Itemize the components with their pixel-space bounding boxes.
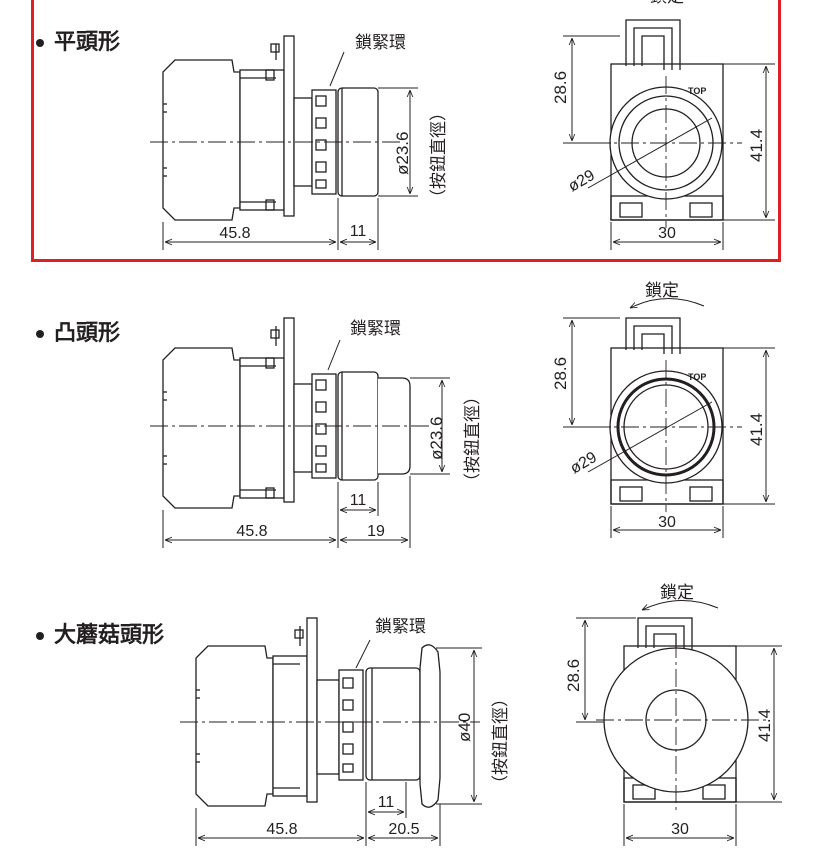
front-height-extended: 28.6 — [551, 357, 570, 390]
lock-label-mushroom: 鎖定 — [660, 583, 694, 602]
dim-front-total-mushroom: 20.5 — [388, 821, 419, 838]
highlight-frame — [31, 0, 781, 262]
front-height-mushroom: 28.6 — [564, 659, 583, 692]
front-height-flat: 28.6 — [551, 71, 570, 104]
button-diameter-flat: ø23.6 — [393, 132, 412, 175]
dimensions-mushroom — [195, 639, 482, 846]
dim-front-extended: 11 — [350, 492, 367, 509]
dim-front-mushroom: 11 — [378, 794, 395, 811]
ring-label-flat: 鎖緊環 — [355, 33, 406, 52]
side-view-extended — [150, 317, 430, 509]
button-diameter-note-mushroom: （按鈕直徑） — [491, 690, 510, 792]
lock-label-extended: 鎖定 — [645, 281, 679, 300]
button-diameter-extended: ø23.6 — [427, 417, 446, 460]
front-dimensions-extended — [563, 297, 775, 538]
bullet-icon — [36, 330, 44, 338]
button-diameter-mushroom: ø40 — [455, 713, 474, 742]
side-view-flat — [150, 35, 400, 221]
dimensions-extended — [162, 339, 450, 548]
section-title-flat: 平頭形 — [36, 24, 120, 56]
side-view-mushroom — [180, 617, 480, 808]
dim-front-total-extended: 19 — [367, 523, 385, 540]
front-width-extended: 30 — [658, 514, 676, 531]
front-width-flat: 30 — [658, 225, 676, 242]
front-total-mushroom: 41.4 — [755, 709, 774, 742]
front-bezel-extended: ø29 — [568, 449, 600, 478]
front-view-mushroom — [596, 617, 766, 810]
bullet-icon — [36, 39, 44, 47]
front-total-extended: 41.4 — [747, 413, 766, 446]
section-title-mushroom: 大蘑菇頭形 — [36, 617, 164, 649]
dimensions-flat — [162, 51, 418, 250]
front-view-extended — [587, 317, 742, 512]
lock-label-flat: 鎖定 — [650, 0, 684, 6]
front-bezel-flat: ø29 — [566, 167, 598, 196]
front-view-flat — [587, 19, 742, 228]
front-dimensions-flat — [563, 35, 775, 250]
bullet-icon — [36, 632, 44, 640]
ring-label-extended: 鎖緊環 — [350, 319, 401, 338]
button-diameter-note-extended: （按鈕直徑） — [463, 388, 482, 490]
front-total-flat: 41.4 — [747, 129, 766, 162]
dim-body-extended: 45.8 — [236, 523, 267, 540]
top-mark-flat: TOP — [688, 86, 706, 96]
dim-body-mushroom: 45.8 — [266, 821, 297, 838]
dim-front-flat: 11 — [350, 223, 367, 240]
section-title-extended: 凸頭形 — [36, 315, 120, 347]
dim-body-flat: 45.8 — [219, 225, 250, 242]
front-width-mushroom: 30 — [671, 821, 689, 838]
ring-label-mushroom: 鎖緊環 — [375, 617, 426, 636]
front-dimensions-mushroom — [576, 599, 782, 846]
button-diameter-note-flat: （按鈕直徑） — [429, 104, 448, 206]
top-mark-extended: TOP — [688, 372, 706, 382]
